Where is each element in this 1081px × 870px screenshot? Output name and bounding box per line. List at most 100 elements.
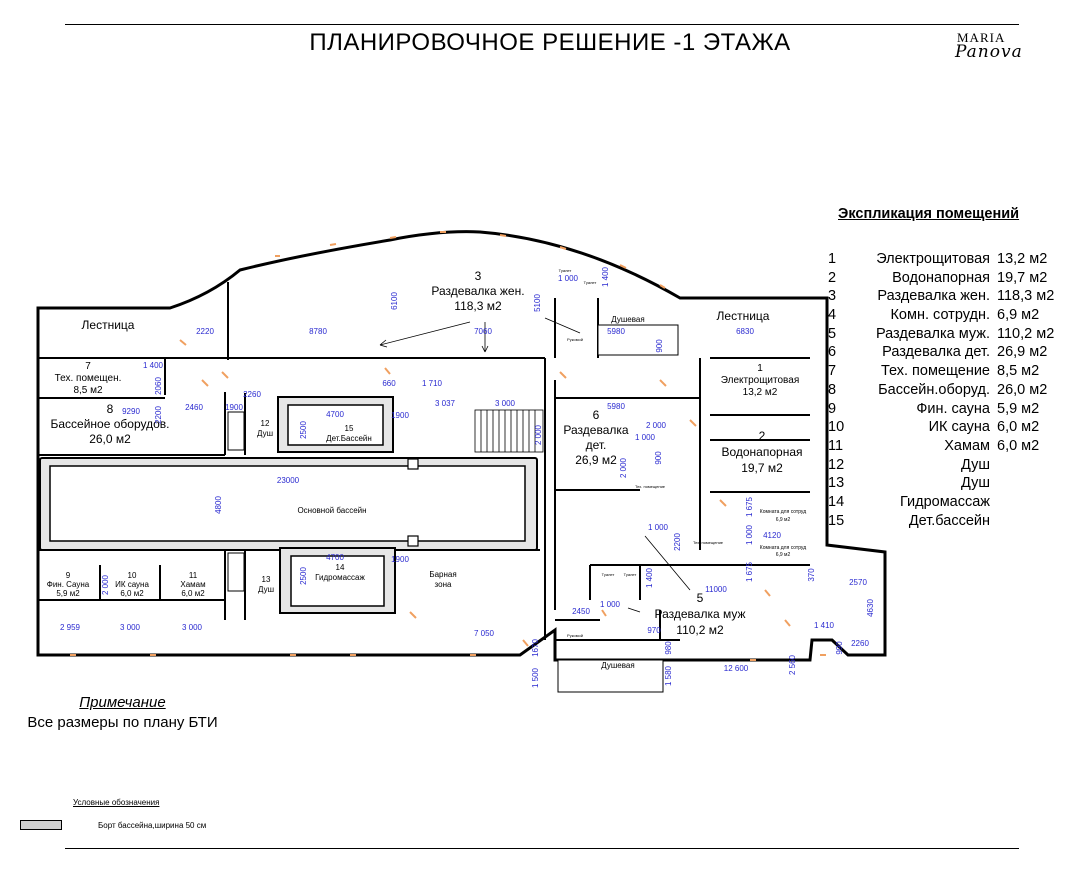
dim-660: 660: [382, 379, 396, 388]
legend-number: 5: [828, 325, 837, 342]
dim-7060: 7060: [474, 327, 492, 336]
dim-3000: 3 000: [495, 399, 516, 408]
room-10-area: 6,0 м2: [120, 589, 144, 598]
dim-5980-b: 5980: [607, 327, 625, 336]
legend-number: 9: [828, 400, 837, 417]
legend-number: 7: [828, 363, 837, 380]
window-marks: [70, 231, 826, 661]
pool-edge-label: Борт бассейна,ширина 50 см: [98, 821, 207, 830]
dim-2500-b: 2500: [299, 567, 308, 585]
room-stairs-left: Лестница: [82, 318, 135, 332]
legend-area: 8,5 м2: [997, 363, 1040, 380]
dim-900-a: 900: [655, 339, 664, 353]
room-14-name: Гидромассаж: [315, 573, 365, 582]
legend-name: Гидромассаж: [899, 493, 990, 510]
legend-area: 19,7 м2: [997, 269, 1048, 286]
room-9-area: 5,9 м2: [56, 589, 80, 598]
room-5-name: Раздевалка муж: [654, 607, 745, 621]
dim-900-b: 900: [654, 451, 663, 465]
dim-1400-c: 1 400: [645, 567, 654, 588]
legend-number: 4: [828, 307, 837, 324]
room-6-name: Раздевалка: [563, 423, 628, 437]
room-7-area: 8,5 м2: [73, 385, 103, 396]
room-8-name: Бассейное оборудов.: [51, 417, 170, 431]
room-12-name: Душ: [257, 429, 273, 438]
toilet-label-4: Туалет: [624, 572, 637, 577]
room-1-number: 1: [757, 363, 763, 374]
legend-area: 118,3 м2: [997, 288, 1055, 305]
pool-hydro: [279, 547, 396, 614]
dim-1710: 1 710: [422, 379, 443, 388]
legend-number: 11: [828, 437, 844, 454]
dim-11000: 11000: [705, 585, 727, 594]
legend-name: Тех. помещение: [880, 363, 990, 380]
room-11-number: 11: [189, 571, 198, 580]
room-4b-name: Комната для сотруд: [760, 545, 806, 551]
room-3-number: 3: [475, 269, 482, 283]
dim-7050: 7 050: [474, 629, 495, 638]
dim-4700-a: 4700: [326, 410, 344, 419]
legend-area: 110,2 м2: [997, 325, 1055, 342]
room-1-area: 13,2 м2: [743, 387, 778, 398]
room-11-name: Хамам: [180, 580, 205, 589]
shower-bottom-label: Душевая: [601, 661, 634, 670]
legend-name: Раздевалка жен.: [877, 288, 990, 305]
dim-1000-c: 1 000: [648, 523, 669, 532]
legend-area: 26,9 м2: [997, 344, 1048, 361]
note-text: Все размеры по плану БТИ: [27, 714, 218, 731]
legend-name: Электрощитовая: [876, 251, 990, 267]
dim-2260: 2260: [243, 390, 261, 399]
dim-6100: 6100: [390, 292, 399, 310]
bar-zone-line2: зона: [435, 580, 452, 589]
room-6-name-2: дет.: [586, 438, 607, 452]
legend-area: 6,9 м2: [997, 307, 1040, 324]
room-13-number: 13: [262, 575, 271, 584]
dim-1900-a: 1900: [225, 403, 243, 412]
pool-edge-swatch: [20, 820, 62, 830]
room-9-number: 9: [66, 571, 71, 580]
room-15-name: Дет.Бассейн: [326, 434, 372, 443]
room-4b-area: 6,9 м2: [776, 552, 791, 558]
dim-1000-d: 1 000: [600, 600, 621, 609]
tech-label-1: Тех. помещение: [635, 484, 666, 489]
room-5-area: 110,2 м2: [676, 623, 724, 637]
room-4-name: Комната для сотруд: [760, 509, 806, 515]
dim-990: 990: [835, 641, 844, 655]
legend-number: 10: [828, 419, 845, 436]
dim-1400: 1 400: [143, 361, 164, 370]
dim-12600: 12 600: [724, 664, 749, 673]
dim-4630: 4630: [866, 599, 875, 617]
dim-2450: 2450: [572, 607, 590, 616]
dim-1675-a: 1 675: [745, 496, 754, 517]
dim-2000-a: 2 000: [646, 421, 667, 430]
legend-area: 5,9 м2: [997, 400, 1040, 417]
dim-370: 370: [807, 568, 816, 582]
room-9-name: Фин. Сауна: [47, 580, 90, 589]
dim-3000-c: 3 000: [182, 623, 203, 632]
staircase: [474, 409, 544, 453]
dim-1400-b: 1 400: [601, 266, 610, 287]
toilet-label-1: Туалет: [559, 268, 572, 273]
dim-2000-c: 2 000: [619, 457, 628, 478]
pool-main-water: [49, 465, 526, 542]
legend-name: ИК сауна: [928, 419, 990, 436]
room-8-number: 8: [107, 402, 114, 416]
legend-area: 26,0 м2: [997, 381, 1048, 398]
dim-5100: 5100: [533, 294, 542, 312]
dim-1675-b: 1 675: [745, 561, 754, 582]
dim-980: 980: [664, 641, 673, 655]
legend-number: 2: [828, 269, 837, 286]
room-14-number: 14: [336, 563, 345, 572]
dim-2959: 2 959: [60, 623, 81, 632]
logo-text-bottom: Panova: [955, 42, 1023, 62]
page-title: ПЛАНИРОВОЧНОЕ РЕШЕНИЕ -1 ЭТАЖА: [309, 29, 791, 56]
room-6-area: 26,9 м2: [575, 453, 617, 467]
bottom-rule: [65, 848, 1019, 849]
